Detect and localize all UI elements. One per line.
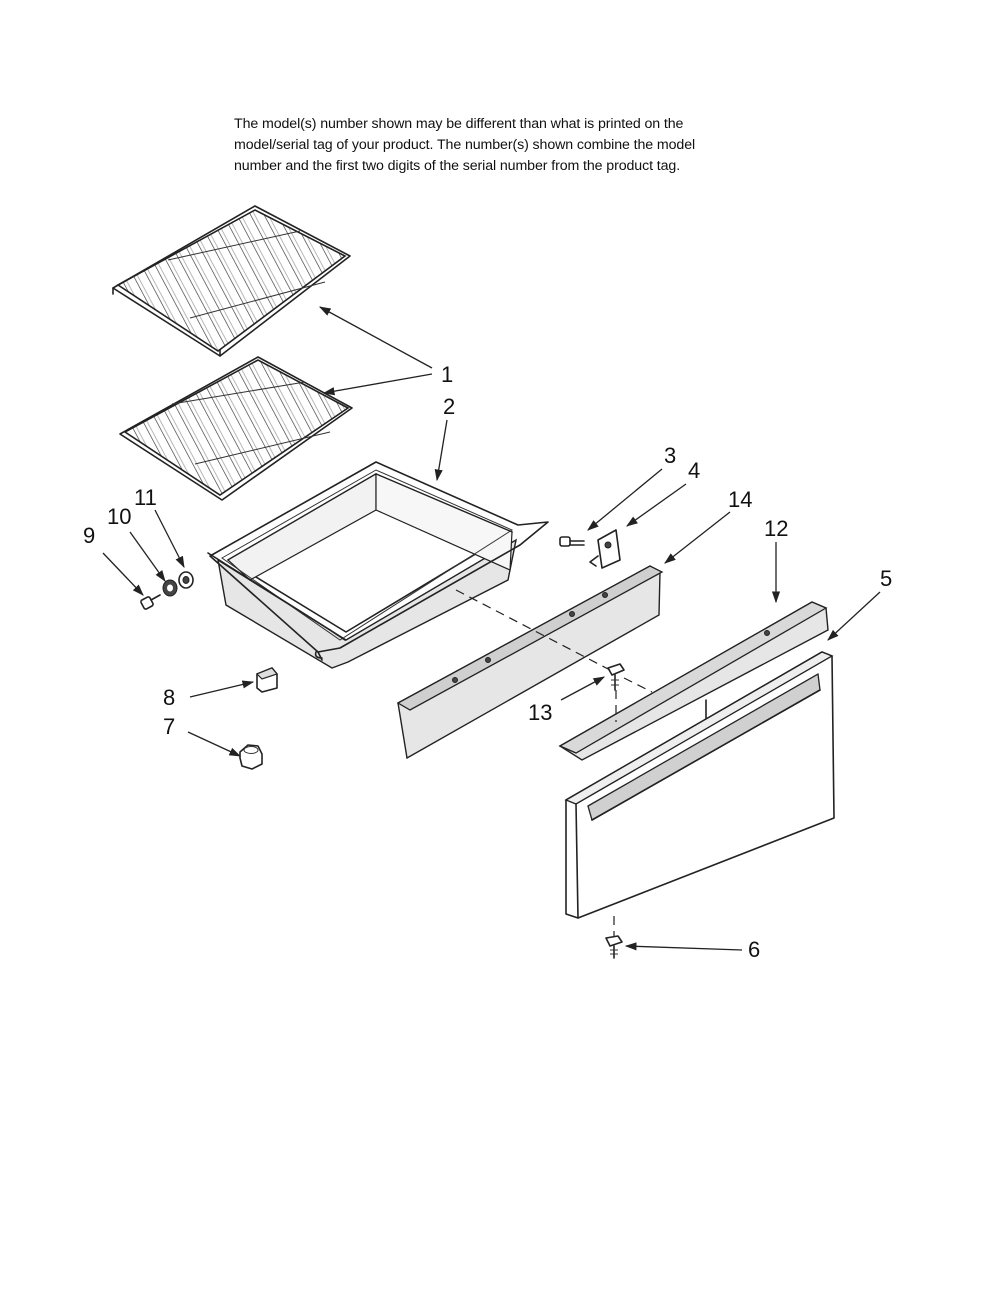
notice-line: The model(s) number shown may be differe…	[234, 116, 684, 132]
callout-number: 5	[880, 566, 892, 591]
leader-line	[102, 552, 144, 596]
leader-line	[587, 468, 663, 531]
storage-drawer-pan	[207, 461, 549, 669]
leader-line	[626, 483, 687, 527]
notice-line: model/serial tag of your product. The nu…	[234, 137, 696, 153]
leader-line	[827, 591, 881, 641]
callout-number: 2	[443, 394, 455, 419]
drawer-front-trim	[558, 601, 829, 761]
callout-number: 12	[764, 516, 788, 541]
leader-line	[318, 306, 433, 369]
washer-11	[178, 571, 194, 589]
assembly-line	[623, 677, 653, 693]
callout-number: 3	[664, 443, 676, 468]
drawer-front-panel	[564, 651, 835, 919]
screw-3	[559, 536, 585, 547]
nut-7	[239, 744, 263, 770]
leader-line	[154, 509, 185, 569]
bracket-4	[589, 529, 621, 569]
screw-6	[605, 935, 623, 959]
model-number-notice: The model(s) number shown may be differe…	[234, 114, 794, 177]
callout-number: 6	[748, 937, 760, 962]
leader-line	[434, 419, 448, 482]
callout-number: 13	[528, 700, 552, 725]
leader-line	[187, 731, 242, 757]
callout-number: 11	[134, 485, 157, 510]
leader-line	[624, 942, 743, 951]
drawer-slide-rail	[396, 565, 664, 760]
callout-number: 10	[107, 504, 131, 529]
callout-number: 8	[163, 685, 175, 710]
callout-number: 4	[688, 458, 700, 483]
leader-line	[664, 511, 731, 564]
bumper-8	[255, 667, 279, 693]
oven-rack-lower	[119, 356, 353, 501]
callout-number: 7	[163, 714, 175, 739]
washer-10	[162, 579, 178, 597]
leader-line	[322, 373, 433, 396]
callout-number: 1	[441, 362, 453, 387]
screw-13	[607, 663, 625, 691]
screw-9	[140, 594, 161, 610]
leader-line	[189, 680, 255, 698]
leader-line	[129, 531, 166, 582]
oven-rack-upper	[112, 205, 351, 357]
callout-number: 14	[728, 487, 752, 512]
callout-number: 9	[83, 523, 95, 548]
notice-line: number and the first two digits of the s…	[234, 158, 681, 174]
leader-line	[560, 676, 606, 701]
